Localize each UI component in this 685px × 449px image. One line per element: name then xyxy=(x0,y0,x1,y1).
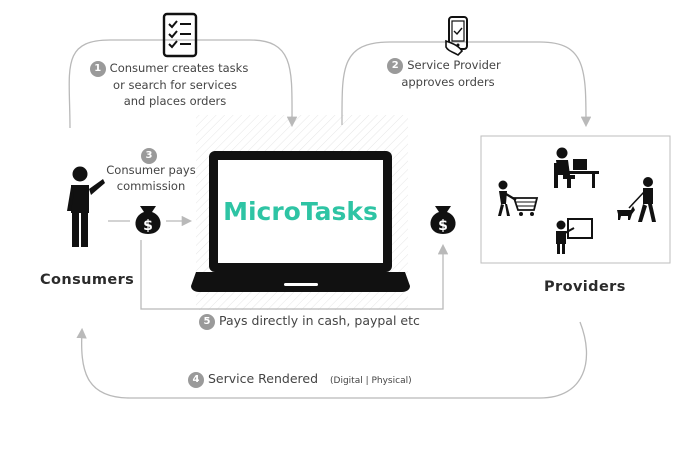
step-3-line-2: commission xyxy=(116,178,186,193)
phone-approve-icon xyxy=(445,16,468,57)
step-4-label: 4 Service Rendered (Digital | Physical) xyxy=(188,371,416,389)
step-4-text: Service Rendered xyxy=(208,371,319,386)
teacher-icon xyxy=(556,218,593,254)
step-3-line-1: Consumer pays xyxy=(106,162,196,177)
step-4-badge: 4 xyxy=(188,371,204,388)
flow-arrow-step1 xyxy=(68,39,298,129)
brand-name: MicroTasks xyxy=(218,160,383,263)
flow-arrow-step5 xyxy=(140,240,449,310)
dog-walker-icon xyxy=(617,177,656,222)
step-1-line-1: Consumer creates tasks xyxy=(109,61,249,75)
step-5-text: Pays directly in cash, paypal etc xyxy=(219,313,420,328)
step-3-badge: 3 xyxy=(141,147,157,164)
step-3-label: 3 Consumer pays commission xyxy=(105,147,197,194)
svg-text:$: $ xyxy=(143,218,153,234)
step-4-note: (Digital | Physical) xyxy=(330,376,412,386)
step-2-badge: 2 xyxy=(387,57,404,74)
step-1-line-3: and places orders xyxy=(123,93,227,108)
step-2-line-2: approves orders xyxy=(401,74,495,89)
checklist-icon xyxy=(162,12,198,58)
svg-text:$: $ xyxy=(438,218,448,234)
shopping-cart-icon xyxy=(498,180,539,216)
step-1-badge: 1 xyxy=(89,60,106,77)
step-2-line-1: Service Provider xyxy=(407,58,501,72)
flow-arrow-step4 xyxy=(76,321,588,399)
step-5-badge: 5 xyxy=(199,313,215,330)
person-icon xyxy=(67,166,105,247)
money-bag-icon: $ xyxy=(135,206,161,234)
brand-name-text: MicroTasks xyxy=(223,197,378,226)
providers-label: Providers xyxy=(544,279,626,295)
desk-worker-icon xyxy=(554,147,599,188)
step-1-line-2: or search for services xyxy=(113,77,237,92)
step-5-label: 5 Pays directly in cash, paypal etc xyxy=(199,313,420,330)
money-bag-icon: $ xyxy=(430,206,456,234)
providers-box xyxy=(480,135,671,264)
consumers-label: Consumers xyxy=(40,272,135,288)
flow-arrow-step2 xyxy=(341,41,592,128)
laptop-icon xyxy=(191,151,410,292)
